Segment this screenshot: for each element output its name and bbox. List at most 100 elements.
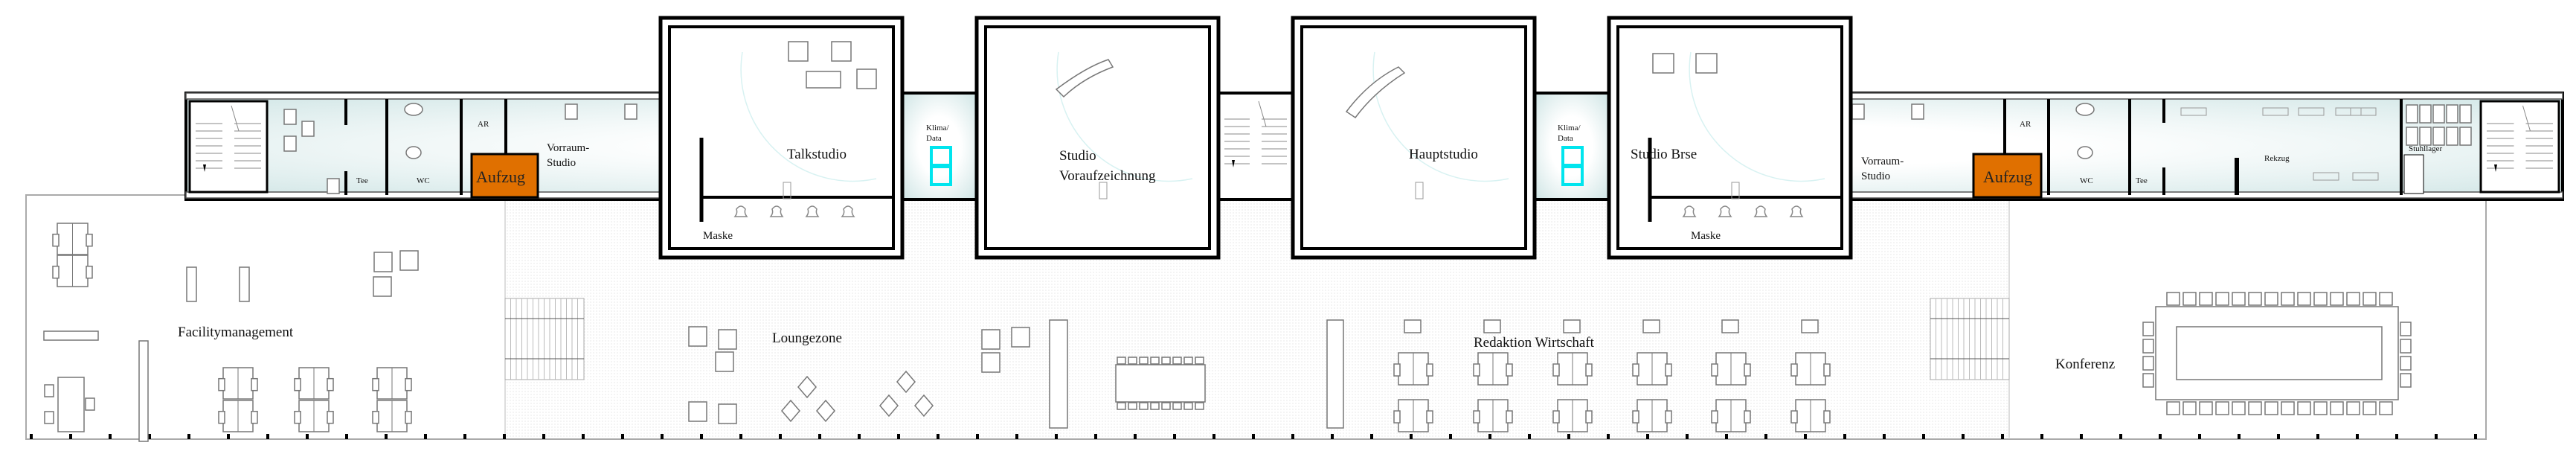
column xyxy=(1015,434,1018,439)
column xyxy=(1646,434,1649,439)
chair xyxy=(2330,401,2344,415)
chair xyxy=(2379,292,2393,306)
column xyxy=(424,434,427,439)
stair-arrow xyxy=(2494,164,2497,172)
chair xyxy=(2248,292,2262,306)
chair xyxy=(251,377,258,392)
column xyxy=(1410,434,1413,439)
chair xyxy=(1161,357,1171,365)
server-rack xyxy=(930,165,952,186)
chair xyxy=(2400,322,2412,336)
column xyxy=(1843,434,1846,439)
camera-icon xyxy=(1415,182,1424,199)
studio-4 xyxy=(1607,16,1853,260)
column xyxy=(266,434,269,439)
chair xyxy=(1911,103,1924,120)
shelf xyxy=(1326,319,1344,429)
chair xyxy=(1426,410,1433,424)
column xyxy=(779,434,782,439)
lounge-chair xyxy=(715,351,734,372)
chair xyxy=(1183,357,1193,365)
column xyxy=(385,434,388,439)
column xyxy=(621,434,624,439)
column xyxy=(1055,434,1058,439)
column xyxy=(818,434,821,439)
column xyxy=(897,434,900,439)
column xyxy=(187,434,190,439)
studio-seat xyxy=(856,68,877,89)
desk xyxy=(57,377,85,432)
chair xyxy=(327,410,334,424)
chair xyxy=(294,410,301,424)
chair xyxy=(2182,401,2197,415)
lounge-chair xyxy=(718,403,737,424)
column xyxy=(937,434,939,439)
toilet xyxy=(2075,103,2095,116)
chair xyxy=(1426,363,1433,377)
column xyxy=(1252,434,1255,439)
stair-arrow xyxy=(203,164,206,172)
cabinet xyxy=(43,330,99,341)
chair xyxy=(1128,357,1137,365)
chair xyxy=(2281,401,2295,415)
chair xyxy=(1172,402,1182,410)
chair xyxy=(327,377,334,392)
armchair xyxy=(373,276,392,297)
chair xyxy=(251,410,258,424)
chair xyxy=(1404,319,1422,333)
chair xyxy=(86,233,93,247)
wc-right-label: WC xyxy=(2080,176,2093,185)
stacked-chair xyxy=(2459,104,2472,124)
chair xyxy=(2166,292,2180,306)
stacked-chair xyxy=(2419,104,2432,124)
toilet xyxy=(405,146,422,159)
chair xyxy=(2215,401,2229,415)
klima-right-label-line1: Klima/ xyxy=(1558,124,1581,132)
column xyxy=(1962,434,1965,439)
lounge-seat xyxy=(879,394,899,418)
chair xyxy=(86,265,93,279)
makeup-chair xyxy=(1789,205,1804,217)
column xyxy=(1370,434,1373,439)
column xyxy=(148,434,151,439)
chair xyxy=(294,377,301,392)
studio-seat xyxy=(831,41,852,62)
chair xyxy=(2232,292,2246,306)
aufzug-left-label: Aufzug xyxy=(476,167,525,186)
column xyxy=(1883,434,1886,439)
chair xyxy=(1642,319,1660,333)
studio-voraufzeichnung-label-line1: Studio xyxy=(1059,148,1096,164)
chair xyxy=(1790,410,1798,424)
studio-2 xyxy=(974,16,1221,260)
lounge-chair xyxy=(688,401,707,422)
chair xyxy=(2379,401,2393,415)
hauptstudio-label: Hauptstudio xyxy=(1409,147,1478,162)
chair xyxy=(2215,292,2229,306)
chair xyxy=(2297,401,2311,415)
stacked-chair xyxy=(2406,127,2418,146)
chair xyxy=(1183,402,1193,410)
toilet xyxy=(404,103,423,116)
column xyxy=(858,434,861,439)
chair xyxy=(2346,292,2360,306)
column xyxy=(2238,434,2241,439)
column xyxy=(1331,434,1334,439)
makeup-chair xyxy=(1682,205,1697,217)
chair xyxy=(1632,410,1639,424)
furniture xyxy=(43,223,2412,442)
chair xyxy=(1585,410,1593,424)
chair xyxy=(1393,410,1401,424)
chair xyxy=(1665,363,1672,377)
klima-right-label-line2: Data xyxy=(1558,134,1573,143)
redaktion-wirtschaft-label: Redaktion Wirtschaft xyxy=(1474,335,1595,351)
loungezone-label: Loungezone xyxy=(772,330,842,346)
studio-boerse-label: Studio Brse xyxy=(1631,147,1697,162)
maske-right-label: Maske xyxy=(1691,230,1721,242)
staircase-middle xyxy=(1217,92,1294,201)
chair xyxy=(1473,410,1480,424)
studio-seat xyxy=(806,71,841,89)
stored-panel xyxy=(2352,172,2379,181)
chair xyxy=(283,109,297,125)
staircase-right xyxy=(2479,100,2560,194)
